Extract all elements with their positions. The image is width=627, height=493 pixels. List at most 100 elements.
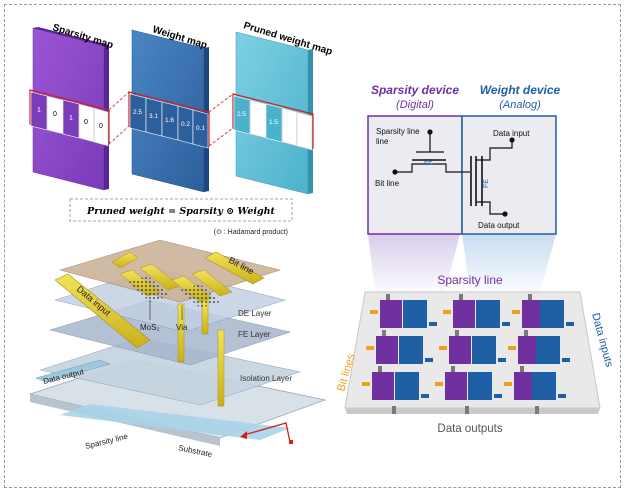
sparsity-cell-1: 1 [37, 107, 41, 114]
data-input-pin [502, 322, 510, 326]
weight-cell [468, 372, 492, 400]
sparsity-cell [522, 300, 544, 328]
cell-grid [362, 294, 574, 414]
circuit-wiring [395, 132, 513, 215]
via-label: Via [176, 323, 188, 332]
sparsity-cell-4: 0 [84, 119, 88, 126]
substrate-label: Substrate [178, 443, 214, 459]
sparsity-device-box [367, 115, 463, 235]
sparsity-cell [380, 300, 402, 328]
weight-cell [472, 336, 496, 364]
circuit-terminals [392, 129, 515, 217]
sparsity-cell [372, 372, 394, 400]
mos2-channels [128, 276, 220, 308]
sparsity-line-pin [382, 330, 386, 336]
sparsity-line-pin [524, 330, 528, 336]
sparsity-cell [514, 372, 536, 400]
bitline-pin [435, 382, 443, 386]
weight-cell [540, 300, 564, 328]
row-connectors [108, 91, 234, 147]
weight-cell-3: 1.6 [165, 117, 174, 124]
bitline-pin [504, 382, 512, 386]
data-input-pin [494, 394, 502, 398]
weight-cell [399, 336, 423, 364]
sparsity-line-pin [386, 294, 390, 300]
sparsity-line-pin [528, 294, 532, 300]
sparsity-beam [368, 234, 460, 292]
fe-layer-label: FE Layer [238, 330, 271, 339]
sparsity-device-subtitle: (Digital) [396, 99, 434, 111]
de-layer-label: DE Layer [238, 309, 272, 318]
formula-text: Pruned weight = Sparsity ⊙ Weight [86, 206, 276, 217]
circuit-bit-line-label: Bit line [375, 179, 400, 188]
circuit-data-output-label: Data output [478, 221, 520, 230]
array-data-inputs-label: Data inputs [589, 312, 615, 369]
weight-cell [476, 300, 500, 328]
pruned-row [232, 93, 314, 149]
circuit-data-input-label: Data input [493, 129, 530, 138]
weight-device-subtitle: (Analog) [499, 99, 541, 111]
weight-cell [536, 336, 560, 364]
weight-cell-2: 3.1 [149, 113, 158, 120]
leader-lines [149, 300, 183, 320]
sparsity-cell-3: 1 [69, 115, 73, 122]
weight-cells: 2.5 3.1 1.6 0.2 0.1 [129, 93, 209, 149]
weight-cell [395, 372, 419, 400]
data-input-pin [425, 358, 433, 362]
weight-device-title: Weight device [480, 83, 561, 97]
sparsity-line-pin [459, 294, 463, 300]
mos2-label: MoS₂ [140, 323, 160, 332]
data-input-pin [558, 394, 566, 398]
weight-beam [462, 234, 556, 292]
circuit-sparsity-line-label-2: line [376, 137, 389, 146]
data-input-pin [429, 322, 437, 326]
sparsity-device-title: Sparsity device [371, 83, 459, 97]
sparsity-cell [376, 336, 398, 364]
data-output-pin [392, 406, 396, 414]
sparsity-cell-5: 0 [99, 123, 103, 130]
bitline-pin [508, 346, 516, 350]
sparsity-cell [449, 336, 471, 364]
isolation-layer-label: Isolation Layer [240, 374, 292, 383]
pruned-cell-1: 2.5 [237, 111, 246, 118]
bitline-pin [366, 346, 374, 350]
bitline-pin [439, 346, 447, 350]
circuit-fe-left-label: FE [424, 159, 433, 166]
array-sparsity-line-label: Sparsity line [437, 273, 503, 287]
sparsity-cell [453, 300, 475, 328]
data-input-pin [566, 322, 574, 326]
axis-arrow [240, 422, 293, 444]
data-input-pin [421, 394, 429, 398]
sparsity-cell [445, 372, 467, 400]
sparsity-line-pin [455, 330, 459, 336]
sparsity-line-pin [520, 366, 524, 372]
bitline-pin [362, 382, 370, 386]
data-output-rail [35, 359, 111, 383]
sparsity-cell [518, 336, 540, 364]
weight-cell [403, 300, 427, 328]
array-data-outputs-label: Data outputs [437, 423, 502, 435]
circuit-sparsity-line-label: Sparsity line [376, 127, 420, 136]
weight-cell-1: 2.5 [133, 109, 142, 116]
sparsity-cells: 1 0 1 0 0 [30, 91, 109, 147]
weight-device-box [461, 115, 557, 235]
bitline-pin [512, 310, 520, 314]
bitline-pin [370, 310, 378, 314]
data-output-pin [465, 406, 469, 414]
data-input-pin [498, 358, 506, 362]
pruned-cell-3: 1.5 [269, 119, 278, 126]
formula-box [69, 198, 293, 222]
sparsity-line-pin [451, 366, 455, 372]
formula-note: (⊙ : Hadamard product) [214, 229, 288, 236]
weight-cell-4: 0.2 [181, 121, 190, 128]
sparsity-cell-2: 0 [53, 111, 57, 118]
pruned-cells: 2.5 1.5 [233, 95, 313, 151]
sparsity-line-pin [378, 366, 382, 372]
figure-frame [4, 4, 621, 488]
data-input-pin [562, 358, 570, 362]
layer-stack [28, 239, 327, 446]
weight-cell-5: 0.1 [196, 125, 205, 132]
weight-cell [532, 372, 556, 400]
sparsity-line-label: Sparsity line [84, 432, 129, 451]
